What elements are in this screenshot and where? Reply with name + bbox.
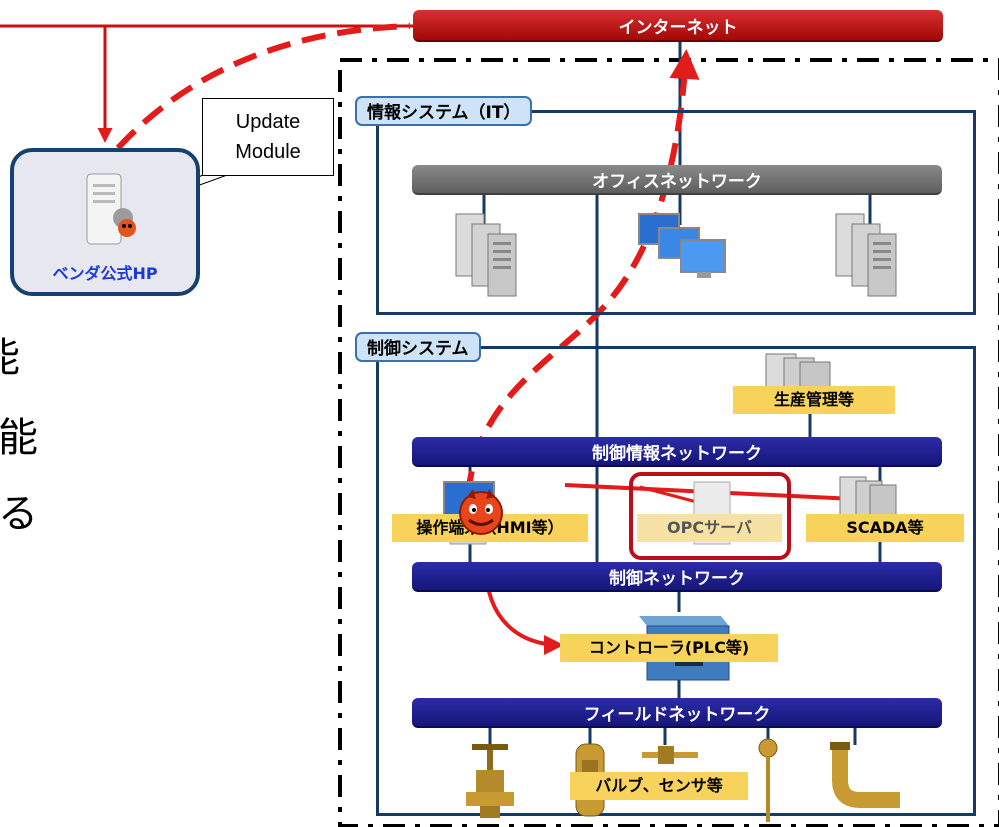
control-info-network-bar: 制御情報ネットワーク	[412, 437, 942, 467]
scada-label: SCADA等	[806, 514, 964, 542]
controller-label: コントローラ(PLC等)	[560, 634, 778, 662]
it-server-icon-left	[455, 213, 517, 297]
malware-icon	[459, 489, 503, 535]
office-network-label: オフィスネットワーク	[592, 171, 762, 192]
internet-label: インターネット	[618, 17, 738, 38]
internet-bar: インターネット	[413, 10, 943, 42]
update-module-callout: Update Module	[202, 98, 334, 176]
probe-icon	[642, 746, 698, 764]
vendor-label: ベンダ公式HP	[52, 264, 158, 283]
attack-path-vendor-internet	[115, 23, 411, 151]
office-network-bar: オフィスネットワーク	[412, 165, 942, 195]
control-info-network-label: 制御情報ネットワーク	[592, 443, 762, 464]
cropped-text-line-2: 機能	[0, 415, 38, 461]
vendor-server-icon	[86, 173, 136, 245]
vendor-website-box: ベンダ公式HP	[10, 148, 200, 296]
opc-highlight-box	[629, 472, 791, 560]
it-system-label: 情報システム（IT）	[355, 96, 533, 126]
it-server-icon-right	[835, 213, 897, 297]
thermometer-icon	[758, 738, 778, 822]
update-module-line2: Module	[235, 141, 301, 163]
update-module-line1: Update	[235, 111, 301, 133]
attack-path-hmi-internet	[465, 49, 700, 496]
control-system-label: 制御システム	[355, 332, 481, 362]
control-network-bar: 制御ネットワーク	[412, 562, 942, 592]
cropped-text-line-1: 能	[0, 338, 20, 378]
field-network-label: フィールドネットワーク	[583, 704, 771, 725]
pipe-icon	[830, 742, 900, 808]
it-system-box	[376, 110, 976, 315]
field-devices-label: バルブ、センサ等	[570, 772, 748, 800]
valve-icon	[466, 744, 514, 818]
production-label: 生産管理等	[733, 386, 895, 414]
cropped-text-line-3: る	[0, 491, 38, 537]
opc-label: OPCサーバ	[637, 514, 782, 542]
control-system-box	[376, 346, 976, 816]
scada-server-icon	[839, 476, 897, 518]
it-desktop-icon	[638, 213, 726, 278]
control-network-label: 制御ネットワーク	[609, 568, 745, 589]
field-network-bar: フィールドネットワーク	[412, 698, 942, 728]
